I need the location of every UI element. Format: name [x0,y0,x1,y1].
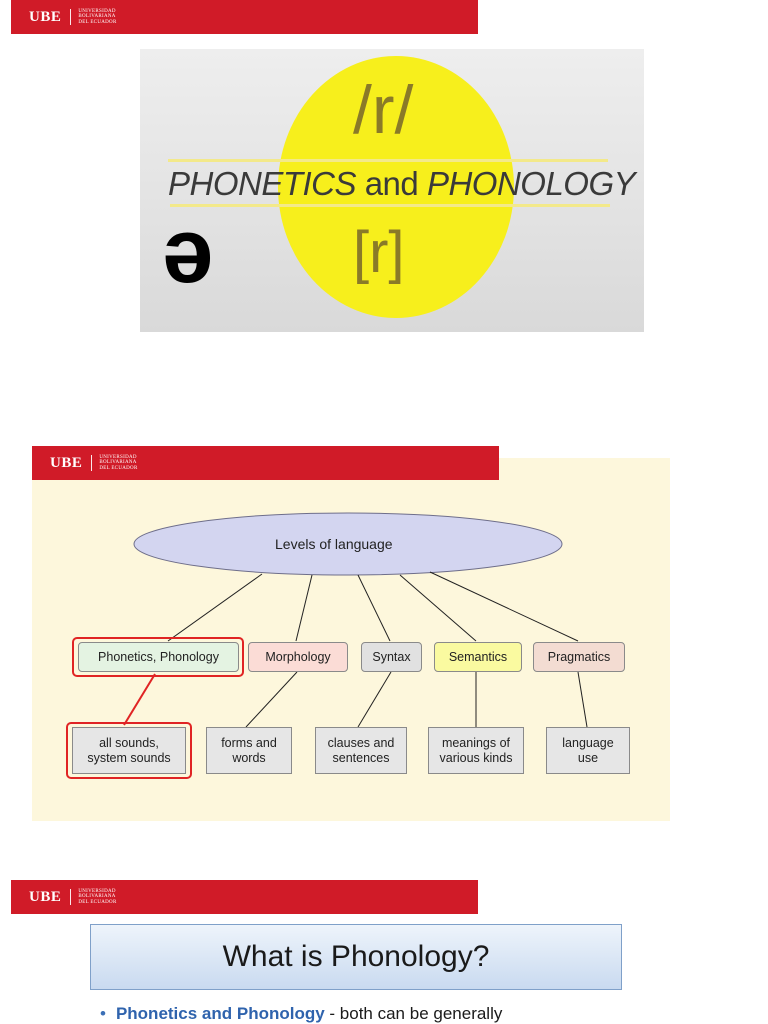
ube-logo: UBE [29,888,62,905]
university-name: UNIVERSIDAD BOLIVARIANA DEL ECUADOR [99,454,138,471]
schwa-symbol: ə [162,200,214,302]
bullet-point: • Phonetics and Phonology - both can be g… [100,1004,502,1024]
logo-separator [91,455,93,471]
decor-line-bottom [170,204,610,207]
phone-symbol: [r] [353,220,405,285]
university-name: UNIVERSIDAD BOLIVARIANA DEL ECUADOR [78,8,117,25]
yellow-circle [278,56,514,318]
level-morphology: Morphology [248,642,348,672]
level-semantics: Semantics [434,642,522,672]
phoneme-symbol: /r/ [353,72,414,148]
level-phonetics-phonology: Phonetics, Phonology [78,642,239,672]
level-syntax: Syntax [361,642,422,672]
logo-separator [70,889,72,905]
ube-logo: UBE [29,8,62,25]
university-name: UNIVERSIDAD BOLIVARIANA DEL ECUADOR [78,888,117,905]
ube-header-bar-3: UBE UNIVERSIDAD BOLIVARIANA DEL ECUADOR [11,880,478,914]
ube-logo: UBE [50,454,83,471]
detail-sounds: all sounds,system sounds [72,727,186,774]
decor-line-top [168,159,608,162]
banner-title: PHONETICS and PHONOLOGY [168,165,636,202]
ube-header-bar-2: UBE UNIVERSIDAD BOLIVARIANA DEL ECUADOR [32,446,499,480]
highlight-phonology-box [72,637,244,677]
bullet-icon: • [100,1004,106,1023]
bullet-bold-text: Phonetics and Phonology [115,1004,325,1023]
diagram-root-label: Levels of language [275,536,393,552]
highlight-sounds-box [66,722,192,779]
level-pragmatics: Pragmatics [533,642,625,672]
bullet-text: - both can be generally [324,1004,503,1023]
phonetics-phonology-banner: /r/ PHONETICS and PHONOLOGY [r] ə [140,49,644,332]
slide-title: What is Phonology? [90,924,622,990]
ube-header-bar-1: UBE UNIVERSIDAD BOLIVARIANA DEL ECUADOR [11,0,478,34]
logo-separator [70,9,72,25]
